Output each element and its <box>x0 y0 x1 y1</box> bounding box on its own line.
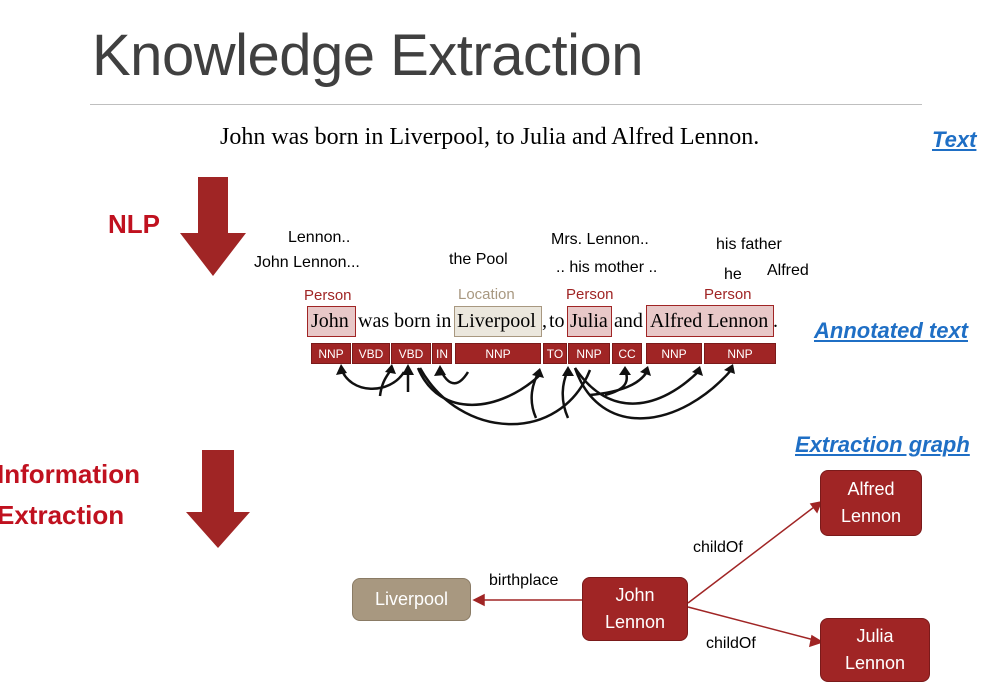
coref-julia-1: Mrs. Lennon.. <box>551 231 649 248</box>
ie-label-line2: Extraction <box>0 500 125 530</box>
nlp-label: NLP <box>108 209 160 239</box>
pos-tag: NNP <box>646 343 702 364</box>
ner-person-john: Person <box>304 287 352 304</box>
text-link[interactable]: Text <box>932 127 977 152</box>
token-alfred-lennon: Alfred Lennon <box>650 310 769 332</box>
dependency-arrowheads <box>336 364 735 378</box>
pos-tag: VBD <box>352 343 390 364</box>
token-comma: , <box>542 310 547 332</box>
pos-tag: NNP <box>568 343 610 364</box>
entity-box-liverpool <box>454 306 542 337</box>
pos-tag: VBD <box>391 343 431 364</box>
ie-down-arrow <box>186 450 250 548</box>
pos-tag: TO <box>543 343 567 364</box>
ie-label-line1: Information <box>0 459 140 489</box>
pos-tag: NNP <box>311 343 351 364</box>
entity-box-john <box>307 306 356 337</box>
entity-box-julia <box>567 306 612 337</box>
node-julia-lennon[interactable]: Julia Lennon <box>820 618 930 682</box>
ner-location: Location <box>458 286 515 303</box>
nlp-down-arrow <box>180 177 246 276</box>
pos-tag: IN <box>432 343 452 364</box>
coref-john-2: John Lennon... <box>254 254 360 271</box>
pos-tag: CC <box>612 343 642 364</box>
coref-john-1: Lennon.. <box>288 229 351 246</box>
title-divider <box>90 104 922 105</box>
token-to: to <box>549 310 565 332</box>
coref-julia-2: .. his mother .. <box>556 259 658 276</box>
coref-alfred-2: he <box>724 266 742 283</box>
token-john: John <box>311 310 349 332</box>
entity-box-alfred <box>646 305 774 337</box>
token-and: and <box>614 310 643 332</box>
edge-label-childof-alfred: childOf <box>693 539 743 556</box>
coref-alfred-3: Alfred <box>767 262 809 279</box>
extraction-graph-link[interactable]: Extraction graph <box>795 432 970 457</box>
annotated-text-link[interactable]: Annotated text <box>814 318 968 343</box>
token-period: . <box>773 310 778 332</box>
token-was-born-in: was born in <box>358 310 452 332</box>
pos-tag: NNP <box>455 343 541 364</box>
node-alfred-lennon[interactable]: Alfred Lennon <box>820 470 922 536</box>
token-liverpool: Liverpool <box>457 310 536 332</box>
token-julia: Julia <box>570 310 608 332</box>
coref-alfred-1: his father <box>716 236 782 253</box>
graph-edges <box>472 500 824 648</box>
coref-pool: the Pool <box>449 251 508 268</box>
dependency-arcs <box>339 367 734 426</box>
input-sentence: John was born in Liverpool, to Julia and… <box>220 124 760 150</box>
edge-label-birthplace: birthplace <box>489 572 559 589</box>
ner-person-julia: Person <box>566 286 614 303</box>
slide-title: Knowledge Extraction <box>92 23 644 88</box>
pos-tag: NNP <box>704 343 776 364</box>
ner-person-alfred: Person <box>704 286 752 303</box>
node-john-lennon[interactable]: John Lennon <box>582 577 688 641</box>
node-liverpool[interactable]: Liverpool <box>352 578 471 621</box>
edge-label-childof-julia: childOf <box>706 635 756 652</box>
